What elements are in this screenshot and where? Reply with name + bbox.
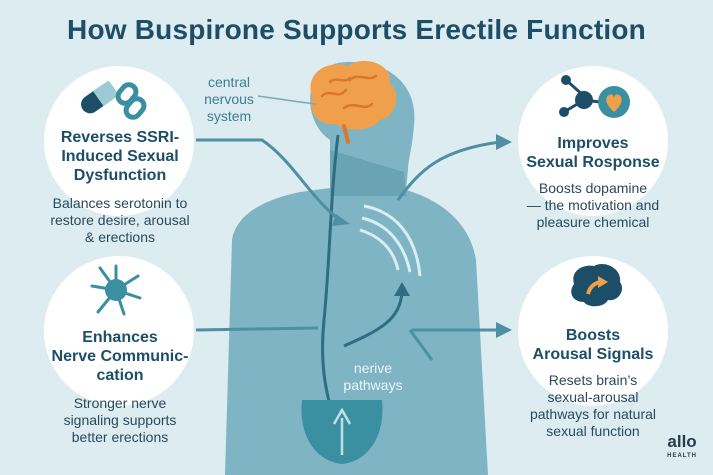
brain-arrow-icon bbox=[571, 263, 623, 307]
connector-bottom-left bbox=[195, 326, 319, 332]
benefit-4-heading: Boosts Arousal Signals bbox=[532, 327, 654, 363]
connector-top-right-head bbox=[496, 134, 512, 150]
human-body-silhouette bbox=[225, 61, 488, 475]
benefit-1-description: Balances serotonin to restore desire, ar… bbox=[50, 195, 190, 245]
benefit-2-text: Enhances Nerve Communic- cation Stronger… bbox=[30, 328, 210, 446]
label-central-nervous-system: central nervous system bbox=[204, 74, 254, 124]
neck-shade bbox=[330, 150, 406, 196]
benefit-2-heading: Enhances Nerve Communic- cation bbox=[51, 329, 189, 384]
nerve-arrow-up-head bbox=[394, 282, 410, 296]
label-nerve-pathways: nerive pathways bbox=[343, 360, 403, 393]
connector-top-left bbox=[196, 138, 341, 222]
benefit-1-heading: Reverses SSRI- Induced Sexual Dysfunctio… bbox=[60, 129, 180, 184]
connector-bottom-right-head bbox=[496, 322, 512, 338]
nerve-arrow-up bbox=[343, 291, 404, 348]
pill-chain-icon bbox=[81, 80, 147, 120]
benefit-3-description: Boosts dopamine — the motivation and ple… bbox=[526, 180, 660, 230]
signal-wave-1 bbox=[359, 228, 400, 271]
benefit-3-text: Improves Sexual Rosponse Boosts dopamine… bbox=[508, 134, 678, 231]
connector-top-right bbox=[396, 140, 501, 201]
connector-top-left-head bbox=[332, 214, 350, 226]
signal-wave-2 bbox=[361, 216, 412, 273]
brain-icon bbox=[310, 60, 397, 144]
signal-wave-3 bbox=[363, 204, 422, 277]
connector-bottom-right-2 bbox=[408, 329, 434, 361]
neuron-icon bbox=[90, 264, 142, 316]
page-title: How Buspirone Supports Erectile Function bbox=[67, 14, 646, 45]
benefit-4-description: Resets brain’s sexual-arousal pathways f… bbox=[529, 372, 657, 439]
benefit-circle-3 bbox=[518, 66, 668, 216]
benefit-3-heading: Improves Sexual Rosponse bbox=[526, 135, 660, 171]
connector-cns bbox=[257, 95, 317, 105]
benefit-4-text: Boosts Arousal Signals Resets brain’s se… bbox=[508, 326, 678, 440]
benefit-2-description: Stronger nerve signaling supports better… bbox=[63, 395, 177, 445]
benefit-1-text: Reverses SSRI- Induced Sexual Dysfunctio… bbox=[30, 128, 210, 246]
brand-logo: allo HEALTH bbox=[667, 432, 697, 459]
molecule-heart-icon bbox=[559, 75, 630, 118]
